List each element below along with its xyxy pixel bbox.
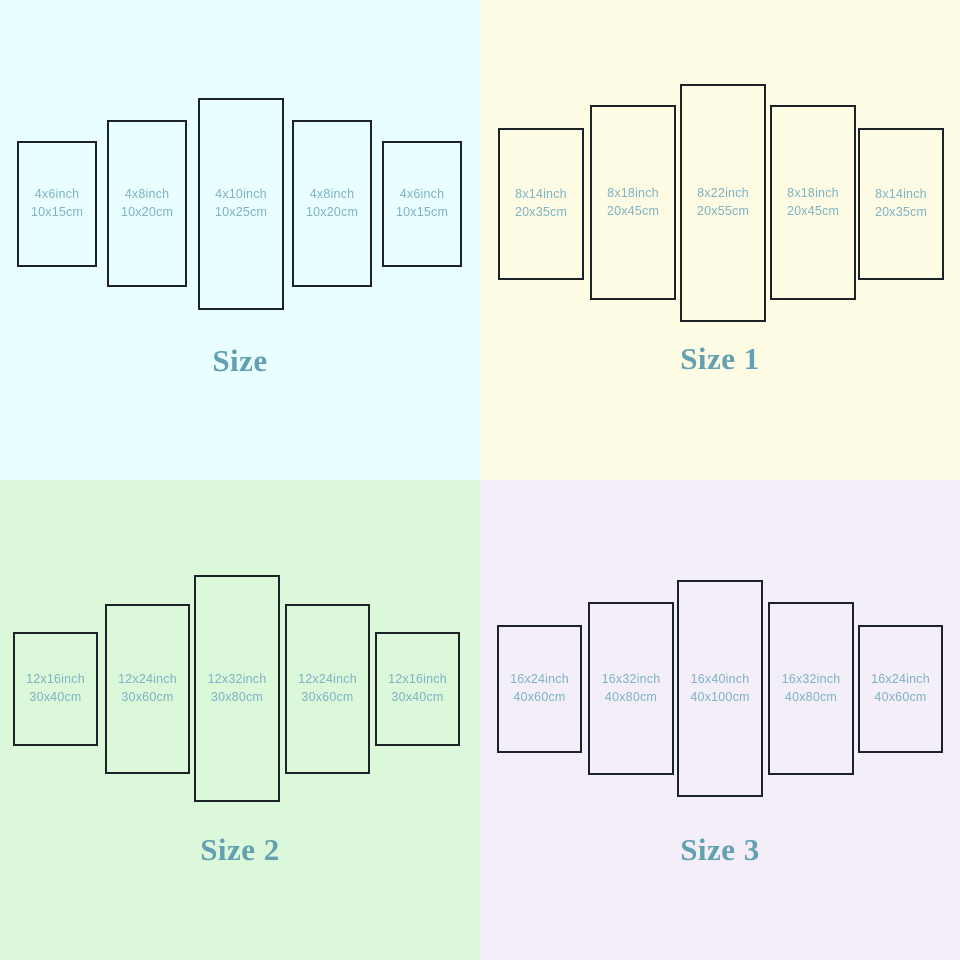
panel-size-inches: 4x8inch (309, 186, 355, 201)
panel-size-inches: 12x24inch (118, 672, 177, 687)
panel-size-cm: 40x60cm (513, 690, 566, 704)
panel-size-cm: 10x15cm (395, 205, 449, 219)
panel-size-label: 4x8inch 10x20cm (306, 186, 358, 222)
canvas-panel[interactable]: 8x18inch 20x45cm (770, 105, 856, 300)
panel-size-cm: 40x60cm (874, 690, 927, 704)
panel-size-inches: 8x22inch (697, 186, 749, 201)
panel-size-cm: 20x55cm (696, 204, 750, 218)
canvas-panel[interactable]: 16x24inch 40x60cm (497, 625, 582, 753)
canvas-panel[interactable]: 4x10inch 10x25cm (198, 98, 284, 310)
panel-size-label: 8x22inch 20x55cm (697, 185, 749, 221)
quadrant-size-2: 12x16inch 30x40cm 12x24inch 30x60cm 12x32inc… (0, 480, 480, 960)
panel-size-label: 8x14inch 20x35cm (515, 186, 567, 222)
canvas-panel[interactable]: 12x24inch 30x60cm (285, 604, 370, 774)
panel-size-cm: 10x15cm (30, 205, 84, 219)
panel-size-inches: 4x6inch (34, 187, 80, 202)
quadrant-title-size-1: Size 1 (680, 341, 760, 376)
canvas-panel[interactable]: 4x8inch 10x20cm (107, 120, 187, 287)
quadrant-size-3: 16x24inch 40x60cm 16x32inch 40x80cm 16x40inc… (480, 480, 960, 960)
panel-size-inches: 16x40inch (690, 671, 750, 686)
canvas-panel[interactable]: 12x24inch 30x60cm (105, 604, 190, 774)
panel-group-size-2: 12x16inch 30x40cm 12x24inch 30x60cm 12x32inc… (0, 480, 480, 960)
canvas-panel[interactable]: 4x6inch 10x15cm (382, 141, 462, 267)
quadrant-title-size-2: Size 2 (200, 832, 280, 867)
panel-size-cm: 40x100cm (690, 689, 750, 704)
panel-size-cm: 20x35cm (874, 205, 928, 219)
canvas-panel[interactable]: 16x24inch 40x60cm (858, 625, 943, 753)
canvas-panel[interactable]: 4x8inch 10x20cm (292, 120, 372, 287)
quadrant-size: 4x6inch 10x15cm 4x8inch 10x20cm 4x10inch 10x2… (0, 0, 480, 480)
canvas-panel[interactable]: 4x6inch 10x15cm (17, 141, 97, 267)
panel-size-cm: 10x20cm (305, 204, 359, 219)
panel-size-inches: 12x24inch (298, 672, 357, 687)
panel-size-label: 4x6inch 10x15cm (31, 186, 83, 222)
panel-size-cm: 30x60cm (121, 690, 174, 704)
canvas-panel[interactable]: 8x14inch 20x35cm (498, 128, 584, 280)
panel-size-cm: 30x40cm (29, 690, 82, 704)
panel-group-size: 4x6inch 10x15cm 4x8inch 10x20cm 4x10inch 10x2… (0, 0, 480, 480)
panel-size-cm: 10x25cm (214, 205, 268, 219)
panel-size-inches: 8x14inch (875, 187, 927, 202)
panel-size-label: 4x6inch 10x15cm (396, 186, 448, 222)
panel-size-label: 12x16inch 30x40cm (26, 671, 85, 707)
panel-group-size-1: 8x14inch 20x35cm 8x18inch 20x45cm 8x22inch 20… (480, 0, 960, 480)
canvas-panel[interactable]: 16x40inch 40x100cm (677, 580, 763, 797)
panel-size-cm: 40x80cm (604, 689, 658, 704)
panel-size-inches: 16x32inch (781, 671, 841, 686)
panel-size-inches: 4x6inch (399, 187, 445, 202)
panel-size-label: 12x16inch 30x40cm (388, 671, 447, 707)
canvas-panel[interactable]: 12x32inch 30x80cm (194, 575, 280, 802)
panel-size-label: 16x24inch 40x60cm (510, 671, 569, 707)
panel-size-label: 12x32inch 30x80cm (208, 671, 267, 707)
panel-size-label: 12x24inch 30x60cm (298, 671, 357, 707)
panel-size-cm: 10x20cm (120, 204, 174, 219)
panel-size-inches: 12x16inch (26, 672, 85, 687)
panel-size-label: 8x14inch 20x35cm (875, 186, 927, 222)
panel-size-inches: 16x32inch (601, 671, 661, 686)
panel-group-size-3: 16x24inch 40x60cm 16x32inch 40x80cm 16x40inc… (480, 480, 960, 960)
panel-size-cm: 40x80cm (784, 689, 838, 704)
canvas-panel[interactable]: 12x16inch 30x40cm (13, 632, 98, 746)
canvas-panel[interactable]: 8x14inch 20x35cm (858, 128, 944, 280)
panel-size-inches: 16x24inch (510, 672, 569, 687)
panel-size-inches: 4x8inch (124, 186, 170, 201)
panel-size-inches: 8x14inch (515, 187, 567, 202)
panel-size-cm: 20x45cm (786, 203, 840, 218)
panel-size-inches: 12x16inch (388, 672, 447, 687)
panel-size-cm: 20x45cm (606, 203, 660, 218)
canvas-panel[interactable]: 8x18inch 20x45cm (590, 105, 676, 300)
canvas-panel[interactable]: 16x32inch 40x80cm (588, 602, 674, 775)
panel-size-label: 8x18inch 20x45cm (607, 185, 659, 221)
panel-size-label: 16x24inch 40x60cm (871, 671, 930, 707)
panel-size-cm: 30x60cm (301, 690, 354, 704)
panel-size-label: 16x32inch 40x80cm (782, 671, 841, 707)
canvas-panel[interactable]: 16x32inch 40x80cm (768, 602, 854, 775)
panel-size-cm: 30x40cm (391, 690, 444, 704)
canvas-panel[interactable]: 8x22inch 20x55cm (680, 84, 766, 322)
panel-size-label: 12x24inch 30x60cm (118, 671, 177, 707)
canvas-panel[interactable]: 12x16inch 30x40cm (375, 632, 460, 746)
quadrant-title-size-3: Size 3 (680, 832, 760, 867)
panel-size-inches: 8x18inch (787, 185, 839, 200)
panel-size-inches: 16x24inch (871, 672, 930, 687)
panel-size-cm: 20x35cm (514, 205, 568, 219)
quadrant-size-1: 8x14inch 20x35cm 8x18inch 20x45cm 8x22inch 20… (480, 0, 960, 480)
panel-size-inches: 8x18inch (607, 185, 659, 200)
panel-size-label: 4x8inch 10x20cm (121, 186, 173, 222)
panel-size-label: 4x10inch 10x25cm (215, 186, 267, 222)
panel-size-label: 16x32inch 40x80cm (602, 671, 661, 707)
panel-size-label: 16x40inch 40x100cm (690, 671, 749, 707)
panel-size-inches: 12x32inch (207, 671, 267, 686)
quadrant-title-size: Size (212, 343, 268, 378)
panel-size-label: 8x18inch 20x45cm (787, 185, 839, 221)
panel-size-cm: 30x80cm (210, 689, 264, 704)
panel-size-inches: 4x10inch (215, 187, 267, 202)
